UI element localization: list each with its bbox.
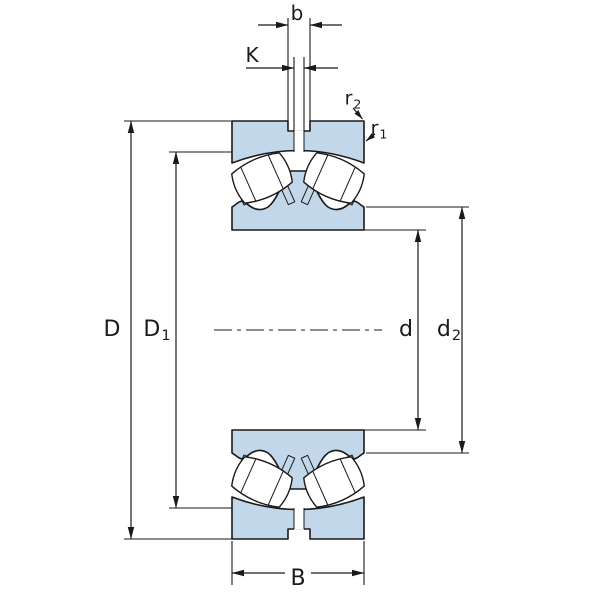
label-r1-sub: 1 — [379, 126, 388, 141]
label-r1-base: r — [370, 117, 379, 140]
extension-lines-B — [231, 541, 365, 585]
bearing-upper-half — [227, 120, 369, 231]
label-D1-sub: 1 — [161, 328, 171, 345]
extension-lines-K — [293, 57, 305, 131]
label-d-text: d — [399, 317, 413, 342]
label-chamfer-r2: r2 — [344, 87, 362, 111]
bearing-lower-half — [227, 429, 369, 540]
label-d2-base: d — [436, 317, 451, 342]
leader-r2 — [352, 107, 363, 120]
label-r2-base: r — [344, 87, 353, 110]
label-shoulder-diameter-d2: d2 — [436, 317, 462, 345]
label-K-text: K — [245, 43, 259, 67]
label-D-text: D — [103, 317, 121, 342]
label-bore-diameter-d: d — [399, 319, 413, 341]
label-B-text: B — [290, 566, 306, 591]
label-chamfer-r1: r1 — [370, 117, 388, 141]
label-hole-diameter-K: K — [245, 45, 258, 65]
extension-lines-D — [124, 120, 232, 540]
label-r2-sub: 2 — [353, 96, 362, 111]
label-outside-diameter-D: D — [104, 319, 121, 341]
label-width-B: B — [290, 568, 305, 590]
extension-lines-d — [364, 229, 426, 431]
extension-lines-D1 — [169, 151, 232, 509]
extension-lines-b — [287, 18, 311, 121]
label-groove-width-b: b — [291, 3, 304, 23]
label-d2-sub: 2 — [451, 328, 462, 345]
label-D1-base: D — [143, 317, 161, 342]
extension-lines-d2 — [366, 206, 469, 454]
label-b-text: b — [290, 1, 304, 25]
leader-r1 — [365, 133, 376, 142]
label-raceway-diameter-D1: D1 — [143, 317, 171, 345]
